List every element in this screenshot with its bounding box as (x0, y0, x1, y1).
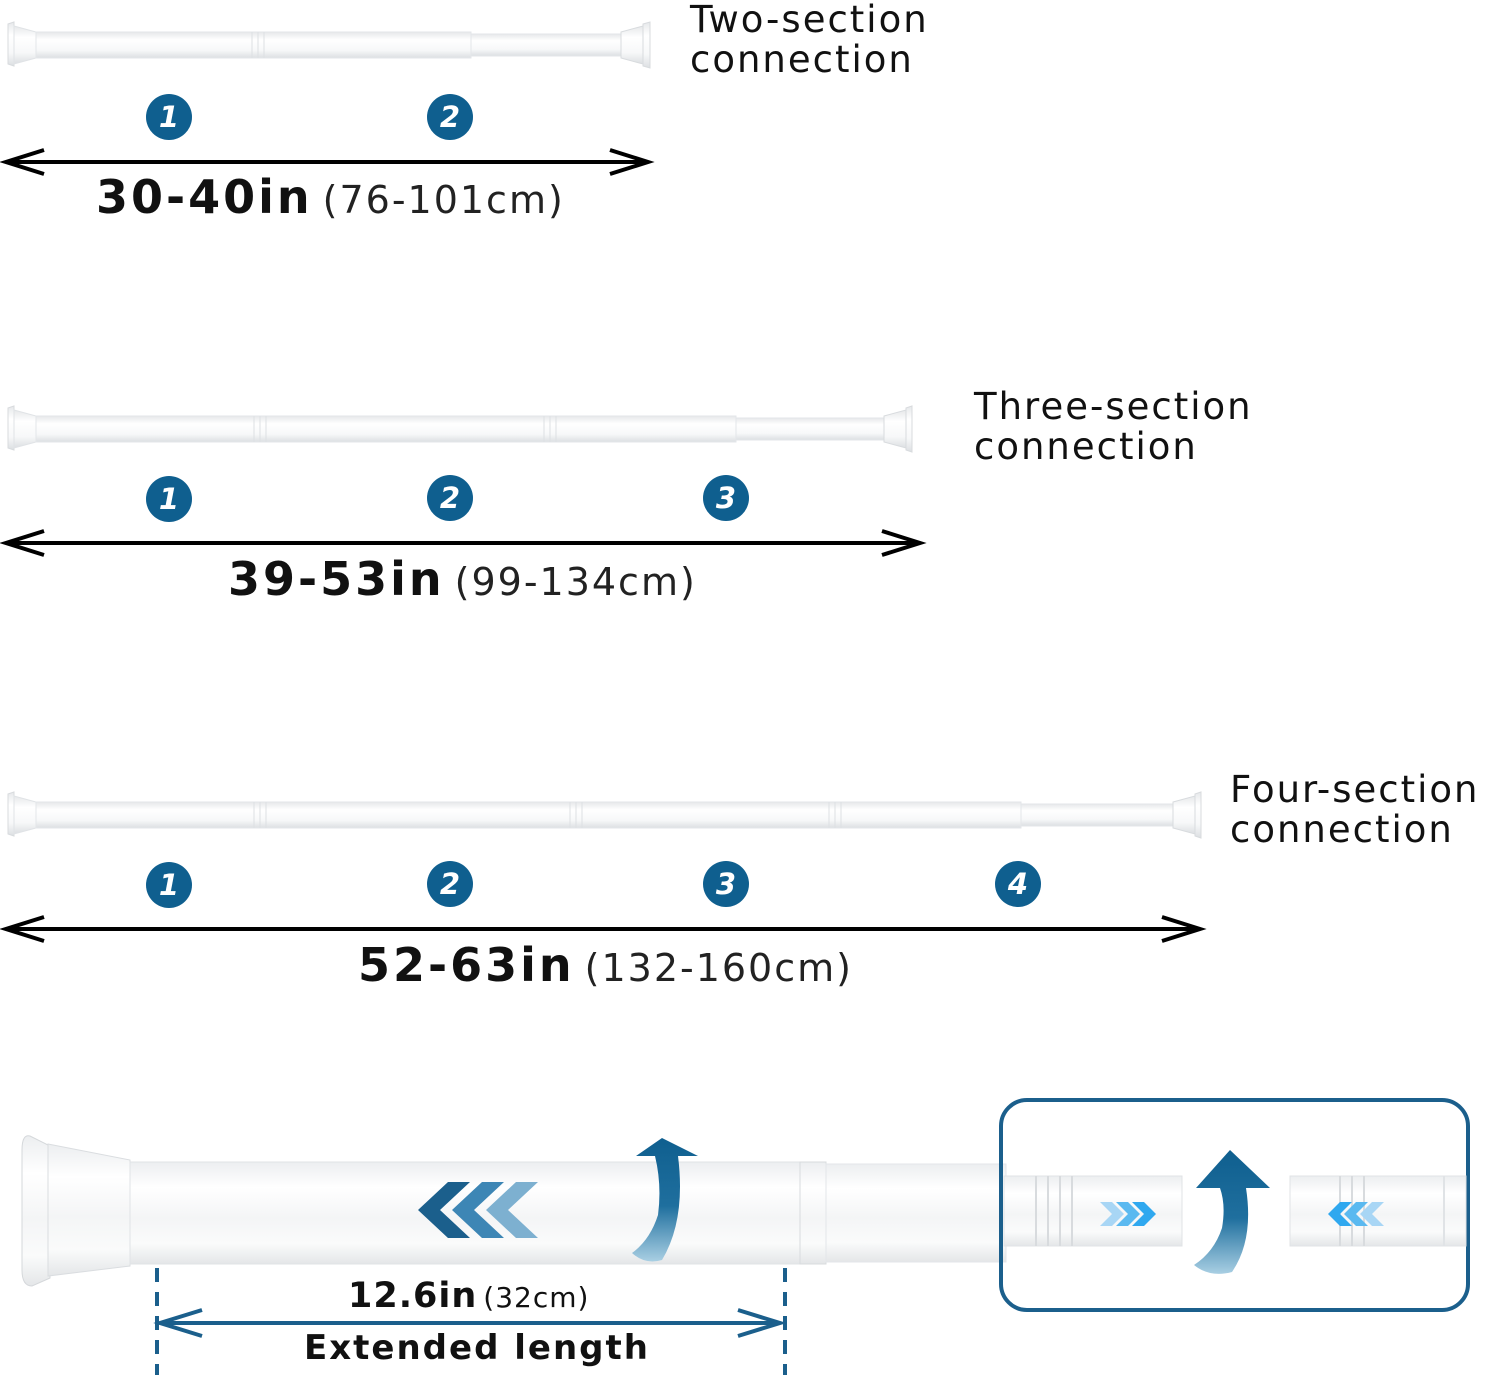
chevron-right-icon (1100, 1202, 1156, 1226)
section-title: Two-section connection (690, 0, 929, 80)
length-cm: (99-134cm) (454, 560, 697, 604)
section-number-badge: 2 (427, 475, 473, 521)
title-line-2: connection (690, 38, 914, 81)
extended-length-cm: (32cm) (483, 1281, 590, 1314)
title-line-1: Two-section (690, 0, 929, 41)
length-inches: 39-53in (228, 552, 445, 606)
title-line-2: connection (974, 425, 1198, 468)
section-number-badge: 1 (146, 476, 192, 522)
rod-closeup-illustration (21, 1098, 1470, 1375)
extended-length-value: 12.6in(32cm) (348, 1276, 589, 1316)
length-range: 30-40in(76-101cm) (96, 170, 565, 224)
length-inches: 52-63in (358, 938, 575, 992)
end-cap (21, 1135, 51, 1287)
chevron-left-icon (1328, 1202, 1384, 1226)
rotate-arrow-icon (632, 1138, 698, 1262)
tension-rod-three-section (7, 405, 913, 453)
section-number-badge: 3 (703, 475, 749, 521)
extended-length-inches: 12.6in (348, 1276, 478, 1316)
length-cm: (76-101cm) (322, 178, 565, 222)
rotate-arrow-icon (1194, 1150, 1270, 1274)
length-range: 52-63in(132-160cm) (358, 938, 853, 992)
section-number-badge: 3 (703, 861, 749, 907)
double-arrow-icon (0, 529, 927, 557)
length-cm: (132-160cm) (584, 946, 853, 990)
section-number-badge: 4 (995, 861, 1041, 907)
extended-length-label: Extended length (304, 1328, 650, 1368)
length-range: 39-53in(99-134cm) (228, 552, 697, 606)
section-title: Three-section connection (974, 387, 1253, 467)
tension-rod-four-section (7, 791, 1202, 839)
title-line-1: Three-section (974, 385, 1253, 428)
chevron-left-icon (418, 1182, 538, 1238)
title-line-1: Four-section (1230, 768, 1480, 811)
section-number-badge: 2 (427, 861, 473, 907)
section-number-badge: 1 (146, 862, 192, 908)
connection-detail-box (999, 1098, 1470, 1312)
double-arrow-icon (0, 915, 1207, 943)
section-title: Four-section connection (1230, 770, 1480, 850)
section-number-badge: 1 (146, 94, 192, 140)
double-arrow-icon (0, 148, 655, 176)
length-inches: 30-40in (96, 170, 313, 224)
tension-rod-two-section (7, 21, 651, 69)
section-number-badge: 2 (427, 94, 473, 140)
dimension-arrow-icon (153, 1308, 787, 1338)
title-line-2: connection (1230, 808, 1454, 851)
